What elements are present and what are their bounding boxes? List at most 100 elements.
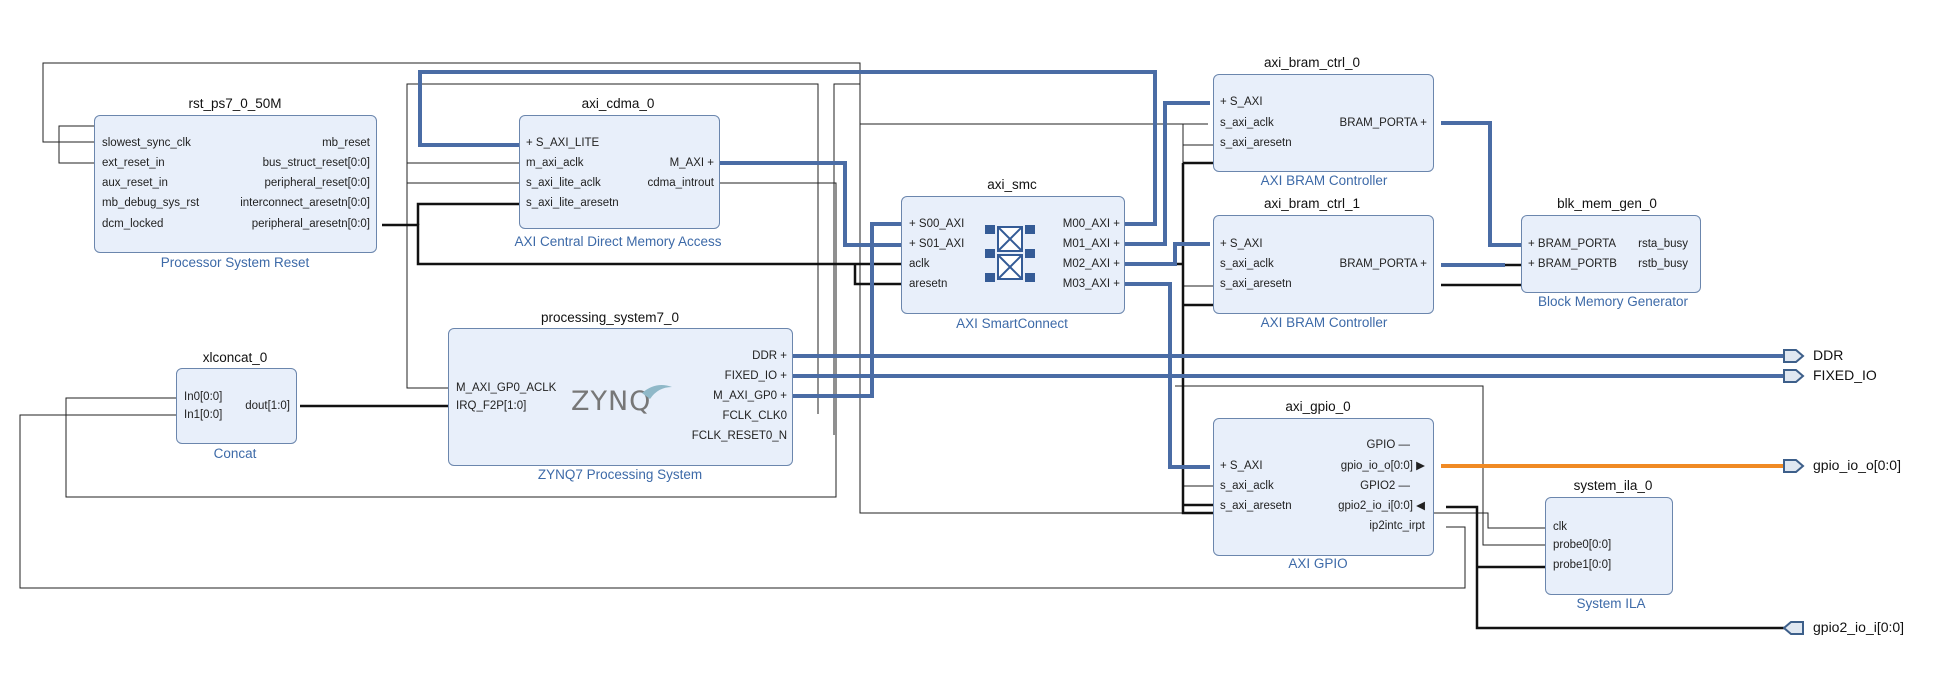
port-gpio-io-o-label[interactable]: gpio_io_o[0:0] xyxy=(1813,457,1901,473)
pin-s-axi-lite: + S_AXI_LITE xyxy=(526,137,600,149)
pin-gpio-io-o: gpio_io_o[0:0] ▶ xyxy=(1340,460,1425,472)
pin-in0: In0[0:0] xyxy=(184,391,223,403)
concat-subtitle: Concat xyxy=(213,446,257,461)
blkmem-title: blk_mem_gen_0 xyxy=(1557,196,1657,211)
blkmem-subtitle: Block Memory Generator xyxy=(1537,294,1689,309)
rst-title: rst_ps7_0_50M xyxy=(188,96,282,111)
pin-ddr: DDR + xyxy=(752,350,787,362)
rst-subtitle: Processor System Reset xyxy=(160,255,310,270)
pin-ila-probe1: probe1[0:0] xyxy=(1553,559,1612,571)
pin-in1: In1[0:0] xyxy=(184,409,223,421)
pin-cdma-introut: cdma_introut xyxy=(647,177,714,189)
gpio-title: axi_gpio_0 xyxy=(1285,399,1351,414)
cdma-title: axi_cdma_0 xyxy=(581,96,655,111)
pin-bus-struct-reset: bus_struct_reset[0:0] xyxy=(262,157,370,169)
port-gpio2-io-i-icon xyxy=(1783,621,1804,635)
pin-m-axi-aclk: m_axi_aclk xyxy=(526,157,584,169)
pin-gpio: GPIO — xyxy=(1366,439,1410,451)
pin-fixed-io: FIXED_IO + xyxy=(724,370,787,382)
port-gpio2-io-i-label[interactable]: gpio2_io_i[0:0] xyxy=(1813,619,1905,635)
pin-gpio2: GPIO2 — xyxy=(1360,480,1410,492)
pin-m03-axi: M03_AXI + xyxy=(1062,278,1120,290)
ps7-title: processing_system7_0 xyxy=(540,310,680,325)
pin-aresetn: aresetn xyxy=(909,278,948,290)
pin-blkmem-bram-porta: + BRAM_PORTA xyxy=(1528,238,1617,250)
pin-blkmem-bram-portb: + BRAM_PORTB xyxy=(1528,258,1617,270)
block-axi-bram-ctrl-0[interactable] xyxy=(1213,74,1434,172)
pin-bram0-s-axi-aclk: s_axi_aclk xyxy=(1220,117,1274,129)
cdma-subtitle: AXI Central Direct Memory Access xyxy=(514,234,722,249)
pin-gpio2-io-i: gpio2_io_i[0:0] ◀ xyxy=(1338,500,1425,512)
pin-s-axi-lite-aclk: s_axi_lite_aclk xyxy=(526,177,601,189)
ila-title: system_ila_0 xyxy=(1573,478,1653,493)
smc-title: axi_smc xyxy=(987,177,1037,192)
bram1-title: axi_bram_ctrl_1 xyxy=(1263,196,1361,211)
pin-fclk-reset0-n: FCLK_RESET0_N xyxy=(691,430,787,442)
pin-aux-reset-in: aux_reset_in xyxy=(102,177,168,189)
pin-gpio-s-axi-aclk: s_axi_aclk xyxy=(1220,480,1274,492)
pin-bram1-s-axi-aresetn: s_axi_aresetn xyxy=(1220,278,1292,290)
pin-peripheral-aresetn: peripheral_aresetn[0:0] xyxy=(251,218,370,230)
pin-ila-probe0: probe0[0:0] xyxy=(1553,539,1612,551)
pin-s01-axi: + S01_AXI xyxy=(909,238,965,250)
pin-m-axi: M_AXI + xyxy=(669,157,714,169)
block-axi-bram-ctrl-1[interactable] xyxy=(1213,215,1434,314)
pin-rstb-busy: rstb_busy xyxy=(1638,258,1688,270)
port-gpio-io-o-icon xyxy=(1783,459,1805,473)
pin-mb-debug-sys-rst: mb_debug_sys_rst xyxy=(102,197,200,209)
pin-ila-clk: clk xyxy=(1553,521,1568,533)
pin-peripheral-reset: peripheral_reset[0:0] xyxy=(264,177,370,189)
block-xlconcat[interactable] xyxy=(176,368,297,444)
port-fixed-io-icon xyxy=(1783,369,1805,383)
pin-ip2intc-irpt: ip2intc_irpt xyxy=(1369,520,1425,532)
bram1-subtitle: AXI BRAM Controller xyxy=(1260,315,1388,330)
pin-bram0-s-axi: + S_AXI xyxy=(1220,96,1263,108)
pin-bram1-bram-porta: BRAM_PORTA + xyxy=(1339,258,1427,270)
pin-ext-reset-in: ext_reset_in xyxy=(102,157,165,169)
pin-irq-f2p: IRQ_F2P[1:0] xyxy=(456,400,527,412)
pin-bram1-s-axi: + S_AXI xyxy=(1220,238,1263,250)
pin-m-axi-gp0-aclk: M_AXI_GP0_ACLK xyxy=(456,382,557,394)
pin-bram0-bram-porta: BRAM_PORTA + xyxy=(1339,117,1427,129)
pin-slowest-sync-clk: slowest_sync_clk xyxy=(102,137,191,149)
port-fixed-io-label[interactable]: FIXED_IO xyxy=(1813,367,1877,383)
ps7-subtitle: ZYNQ7 Processing System xyxy=(537,467,703,482)
pin-m01-axi: M01_AXI + xyxy=(1062,238,1120,250)
port-ddr-icon xyxy=(1783,349,1805,363)
pin-rsta-busy: rsta_busy xyxy=(1638,238,1688,250)
pin-fclk-clk0: FCLK_CLK0 xyxy=(722,410,787,422)
block-blk-mem-gen[interactable] xyxy=(1521,215,1701,293)
block-rst-ps7[interactable] xyxy=(94,115,377,253)
smc-subtitle: AXI SmartConnect xyxy=(956,316,1068,331)
pin-mb-reset: mb_reset xyxy=(322,137,370,149)
pin-bram0-s-axi-aresetn: s_axi_aresetn xyxy=(1220,137,1292,149)
pin-dcm-locked: dcm_locked xyxy=(102,218,164,230)
axi-buses xyxy=(418,70,1790,469)
pin-gpio-s-axi: + S_AXI xyxy=(1220,460,1263,472)
port-ddr-label[interactable]: DDR xyxy=(1813,347,1844,363)
gpio-subtitle: AXI GPIO xyxy=(1288,556,1348,571)
pin-dout: dout[1:0] xyxy=(245,400,290,412)
block-axi-gpio[interactable] xyxy=(1213,418,1434,556)
pin-s00-axi: + S00_AXI xyxy=(909,218,965,230)
pin-gpio-s-axi-aresetn: s_axi_aresetn xyxy=(1220,500,1292,512)
pin-s-axi-lite-aresetn: s_axi_lite_aresetn xyxy=(526,197,619,209)
pin-m-axi-gp0: M_AXI_GP0 + xyxy=(713,390,787,402)
bram0-title: axi_bram_ctrl_0 xyxy=(1263,55,1361,70)
block-system-ila[interactable] xyxy=(1545,497,1673,595)
zynq-logo: ZYNQ xyxy=(571,386,652,417)
block-ps7[interactable] xyxy=(448,328,793,466)
pin-interconnect-aresetn: interconnect_aresetn[0:0] xyxy=(240,197,370,209)
ila-subtitle: System ILA xyxy=(1576,596,1646,611)
zynq-logo-swoosh-icon xyxy=(642,385,672,399)
pin-bram1-s-axi-aclk: s_axi_aclk xyxy=(1220,258,1274,270)
bram0-subtitle: AXI BRAM Controller xyxy=(1260,173,1388,188)
pin-aclk: aclk xyxy=(909,258,930,270)
pin-m02-axi: M02_AXI + xyxy=(1062,258,1120,270)
clock-reset-wires xyxy=(19,62,1545,589)
block-axi-cdma[interactable] xyxy=(519,115,720,229)
concat-title: xlconcat_0 xyxy=(202,350,268,365)
pin-m00-axi: M00_AXI + xyxy=(1062,218,1120,230)
smartconnect-icon xyxy=(985,225,1035,282)
